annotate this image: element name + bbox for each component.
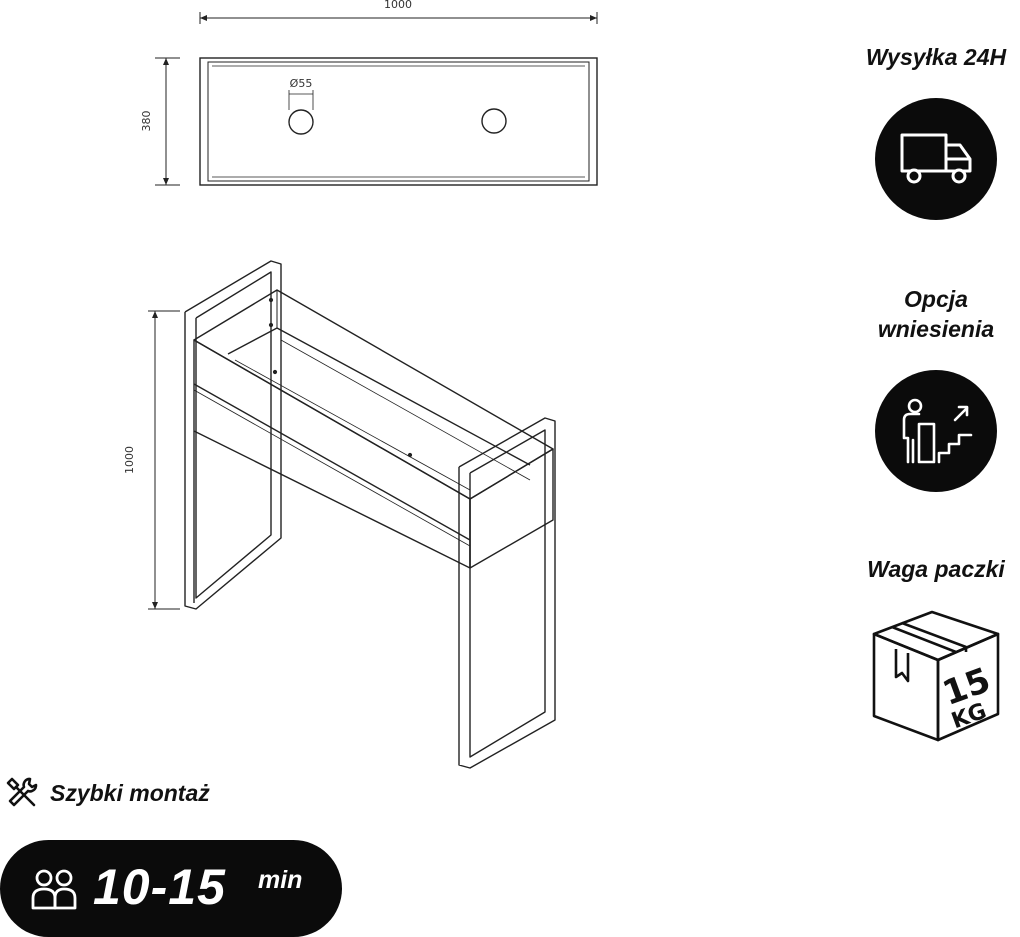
- width-dimension-label: 1000: [384, 0, 412, 11]
- assembly-time-unit: min: [258, 866, 303, 894]
- weight-title: Waga paczki: [867, 556, 1005, 582]
- technical-drawing: 1000 380 Ø55 1000: [123, 0, 598, 769]
- person-stairs-icon: [902, 398, 973, 464]
- isometric-view: [148, 260, 556, 769]
- carry-in-badge: [875, 370, 997, 492]
- assembly-time-pill: [0, 840, 342, 937]
- height-dimension-label: 1000: [123, 446, 136, 474]
- shipping-badge: [875, 98, 997, 220]
- depth-dimension-label: 380: [140, 111, 153, 132]
- tools-icon: [6, 777, 38, 807]
- people-icon: [31, 869, 77, 910]
- shipping-title: Wysyłka 24H: [865, 44, 1007, 70]
- top-view: [155, 12, 598, 186]
- carry-in-title-line1: Opcja: [904, 286, 968, 312]
- assembly-time-value: 10-15: [93, 859, 226, 915]
- hole-diameter-label: Ø55: [290, 77, 313, 90]
- carry-in-title-line2: wniesienia: [877, 316, 995, 342]
- assembly-label: Szybki montaż: [50, 780, 210, 806]
- package-box-icon: 15 KG: [872, 610, 1000, 742]
- delivery-truck-icon: [900, 133, 972, 184]
